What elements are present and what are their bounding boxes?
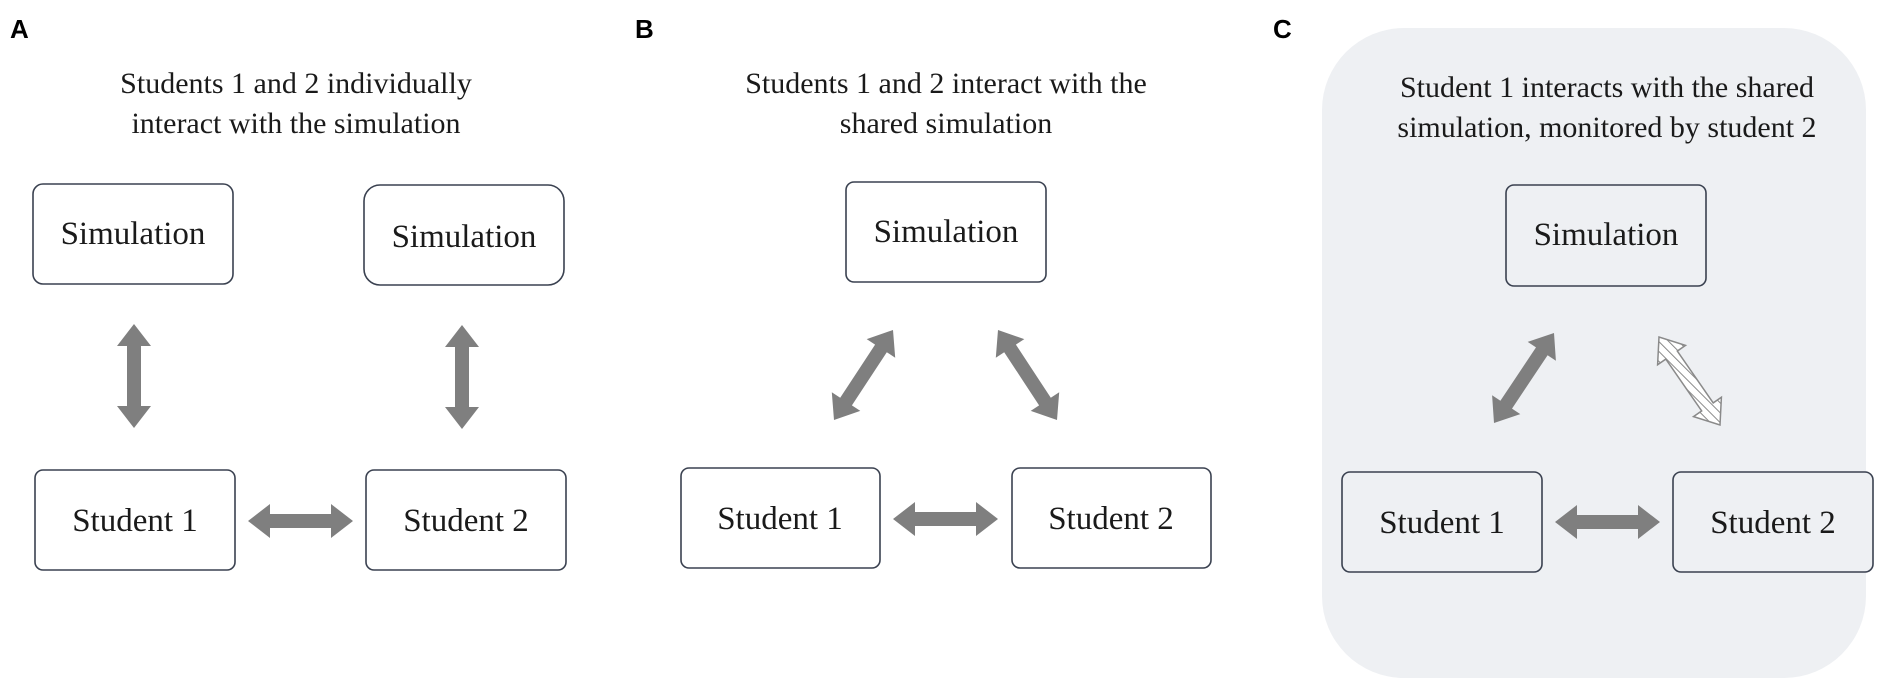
arrow-a-student-1-student-2 bbox=[248, 504, 353, 538]
arrow-b-simulation-student-2 bbox=[995, 330, 1060, 420]
panel-b-letter: B bbox=[635, 14, 654, 44]
panel-c: C Student 1 interacts with the shared si… bbox=[1273, 14, 1874, 573]
node-student-2-label: Student 2 bbox=[1710, 505, 1836, 541]
node-student-2-label: Student 2 bbox=[1048, 501, 1174, 537]
node-simulation: Simulation bbox=[1505, 184, 1707, 287]
node-student-1-label: Student 1 bbox=[72, 503, 198, 539]
panel-c-title-line-2: simulation, monitored by student 2 bbox=[1397, 111, 1816, 144]
node-student-1: Student 1 bbox=[1341, 471, 1543, 573]
panel-b-title-line-1: Students 1 and 2 interact with the bbox=[745, 67, 1147, 100]
node-student-2: Student 2 bbox=[1011, 467, 1212, 569]
panel-c-letter: C bbox=[1273, 14, 1292, 44]
node-simulation-label: Simulation bbox=[1534, 217, 1679, 253]
node-student-1-label: Student 1 bbox=[1379, 505, 1505, 541]
panel-a-title-line-2: interact with the simulation bbox=[131, 107, 460, 140]
panel-a-title-line-1: Students 1 and 2 individually bbox=[120, 67, 472, 100]
panel-a: A Students 1 and 2 individually interact… bbox=[10, 14, 567, 571]
node-simulation-left: Simulation bbox=[32, 183, 234, 285]
node-simulation-right: Simulation bbox=[363, 184, 565, 286]
panel-b: B Students 1 and 2 interact with the sha… bbox=[635, 14, 1212, 569]
panel-a-letter: A bbox=[10, 14, 29, 44]
panel-c-title-line-1: Student 1 interacts with the shared bbox=[1400, 71, 1814, 104]
node-simulation-label: Simulation bbox=[874, 214, 1019, 250]
node-simulation: Simulation bbox=[845, 181, 1047, 283]
panel-b-title-line-2: shared simulation bbox=[840, 107, 1052, 140]
node-student-2-label: Student 2 bbox=[403, 503, 529, 539]
node-student-2: Student 2 bbox=[365, 469, 567, 571]
arrow-c-simulation-student-2-monitoring bbox=[1656, 335, 1723, 427]
node-simulation-left-label: Simulation bbox=[61, 216, 206, 252]
arrow-c-simulation-student-1 bbox=[1492, 333, 1556, 423]
arrow-b-student-1-student-2 bbox=[893, 502, 998, 536]
node-student-1-label: Student 1 bbox=[717, 501, 843, 537]
arrow-a-simulation-left-student-1 bbox=[117, 324, 151, 428]
node-student-1: Student 1 bbox=[34, 469, 236, 571]
arrow-b-simulation-student-1 bbox=[831, 330, 896, 420]
node-student-2: Student 2 bbox=[1672, 471, 1874, 573]
node-simulation-right-label: Simulation bbox=[392, 219, 537, 255]
arrow-a-simulation-right-student-2 bbox=[445, 325, 479, 429]
node-student-1: Student 1 bbox=[680, 467, 881, 569]
arrow-c-student-1-student-2 bbox=[1555, 505, 1660, 539]
